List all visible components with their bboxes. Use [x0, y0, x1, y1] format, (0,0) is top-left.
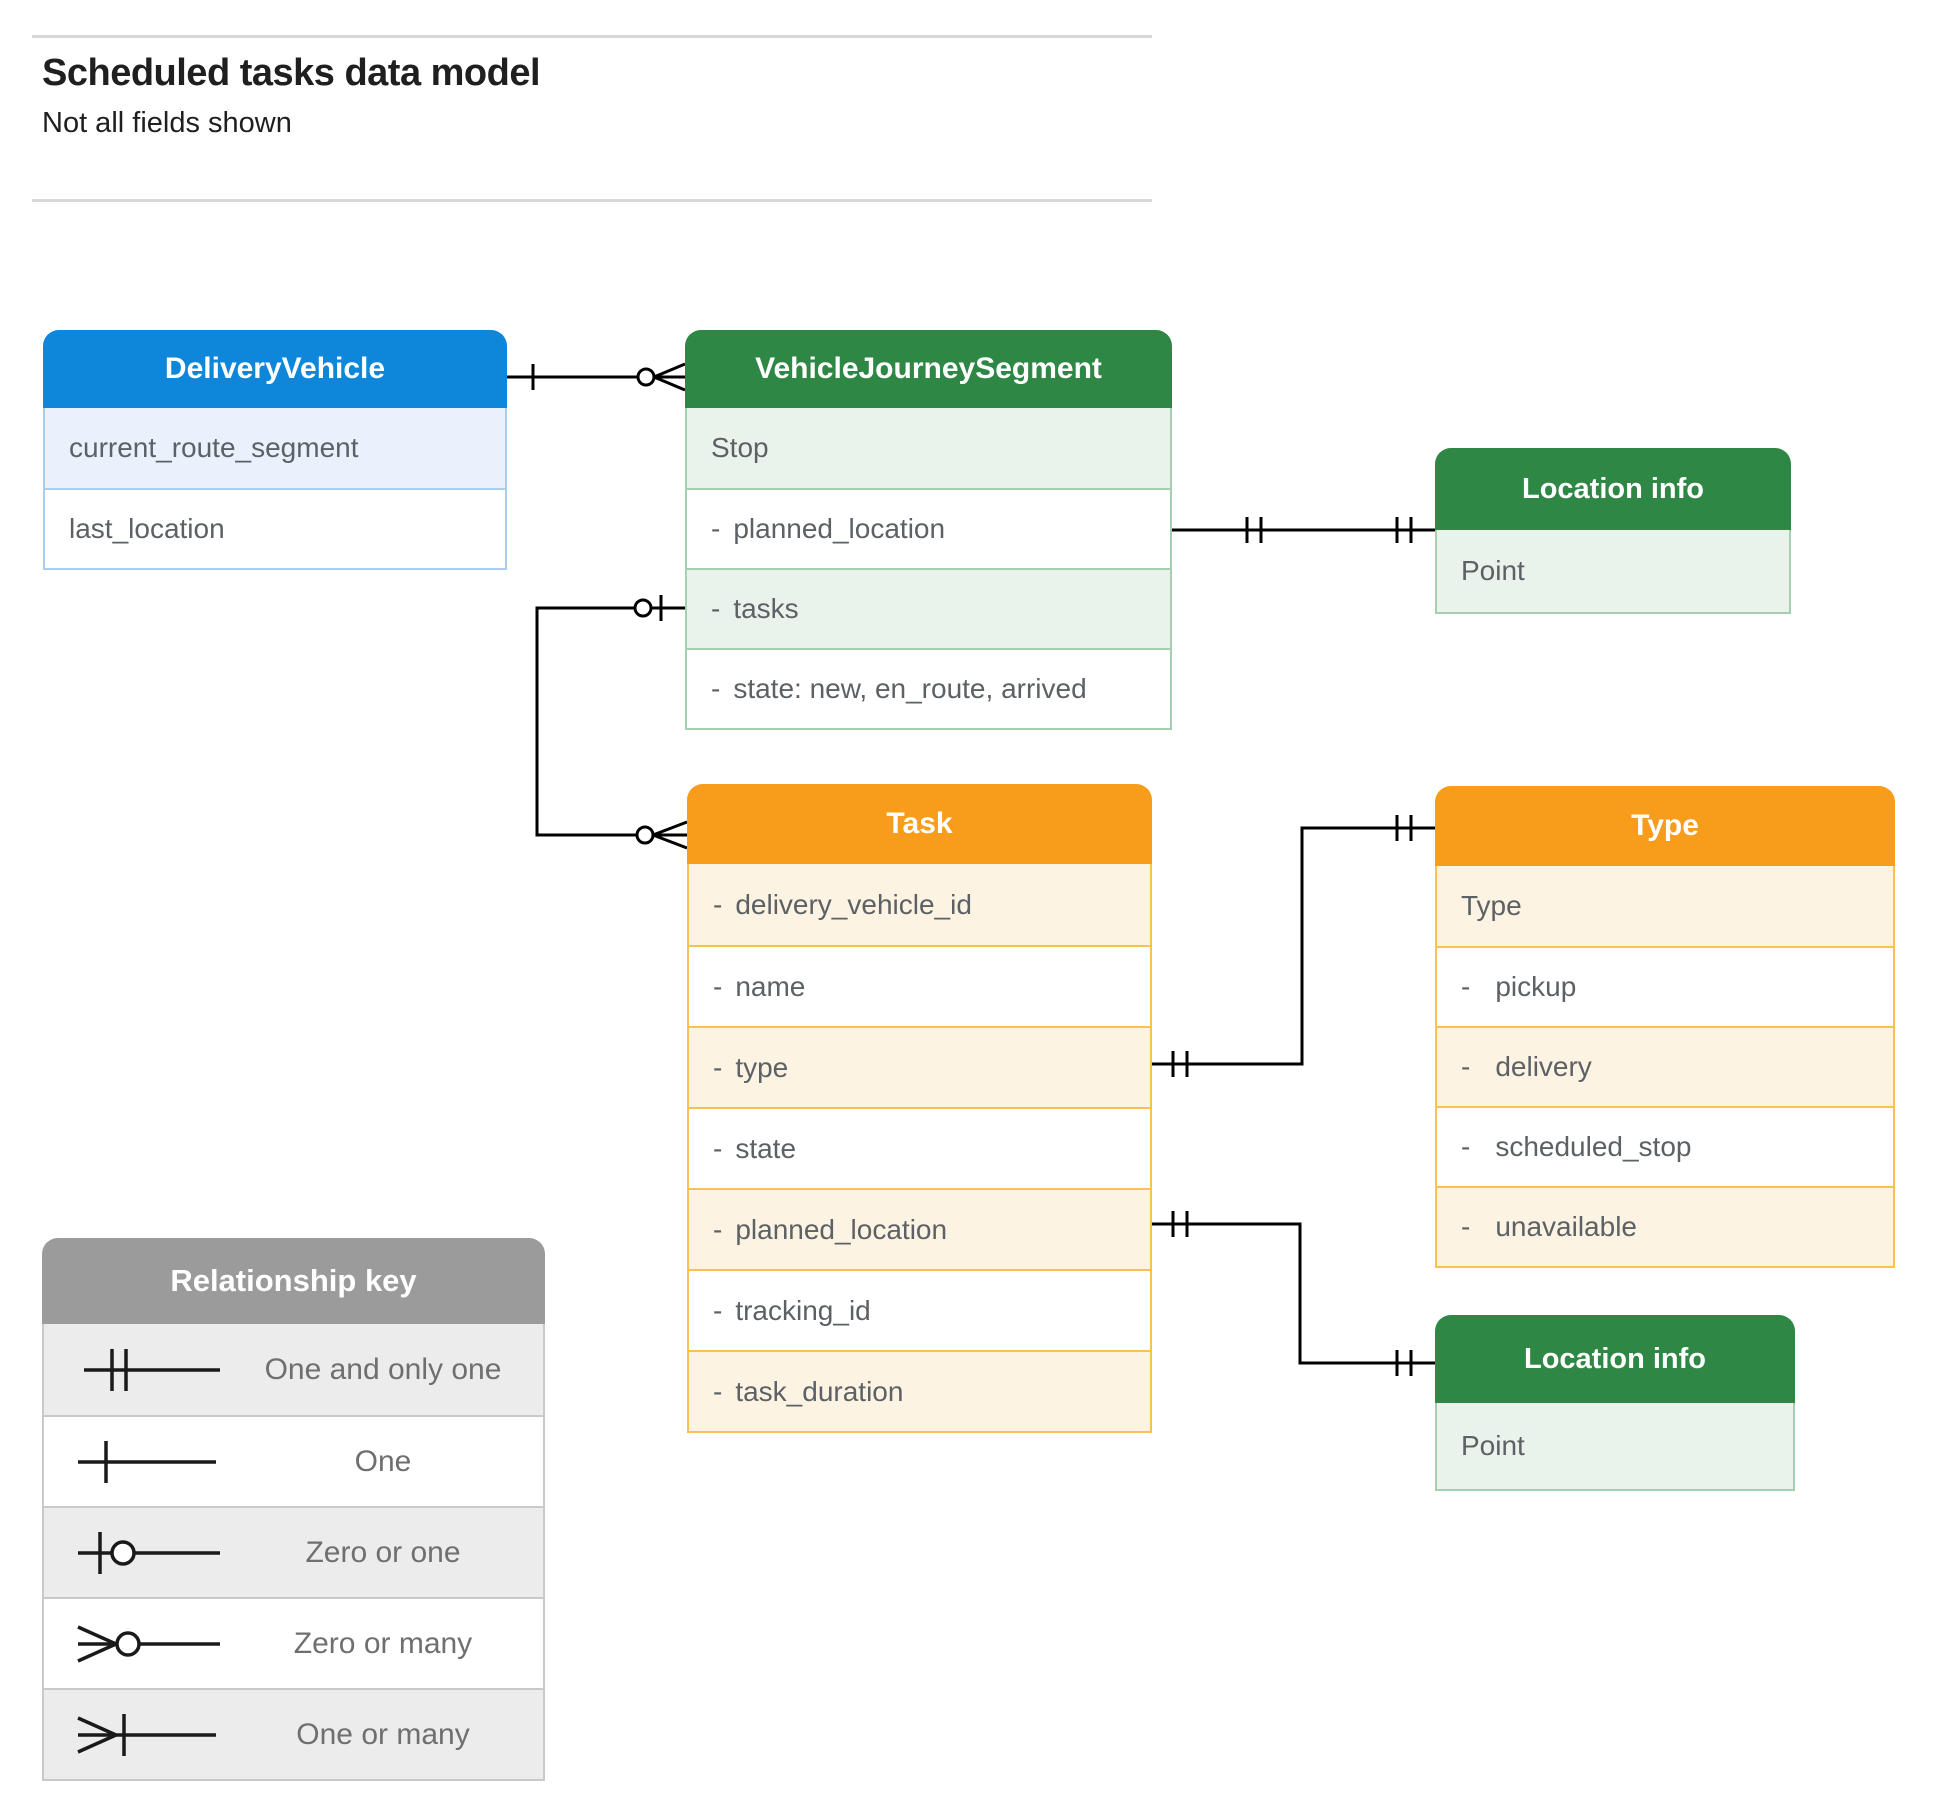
field-planned-location: - planned_location	[687, 488, 1170, 568]
connector-deliveryvehicle-vehiclejourneysegment	[507, 362, 686, 392]
entity-header: Location info	[1435, 448, 1791, 530]
field-point: Point	[1437, 1403, 1793, 1489]
connector-plannedlocation-locationinfo-top	[1172, 517, 1435, 543]
field-type: - type	[689, 1026, 1150, 1107]
key-row-zero-or-one: Zero or one	[44, 1506, 543, 1597]
key-row-one: One	[44, 1415, 543, 1506]
connector-taskplannedlocation-locationinfo-bottom	[1152, 1211, 1435, 1376]
entity-header: Location info	[1435, 1315, 1795, 1403]
connector-tasks-task	[535, 595, 688, 850]
entity-type: Type Type - pickup - delivery - schedule…	[1435, 786, 1895, 1268]
one-or-many-icon	[77, 1713, 216, 1756]
top-rule	[32, 35, 1152, 38]
field-delivery-vehicle-id: - delivery_vehicle_id	[689, 864, 1150, 945]
field-point: Point	[1437, 530, 1789, 612]
bottom-rule	[32, 199, 1152, 202]
field-state: - state: new, en_route, arrived	[687, 648, 1170, 728]
field-stop: Stop	[687, 408, 1170, 488]
field-planned-location: - planned_location	[689, 1188, 1150, 1269]
one-icon	[78, 1440, 216, 1483]
entity-location-info-top: Location info Point	[1435, 448, 1791, 614]
title-block: Scheduled tasks data model Not all field…	[42, 52, 541, 140]
field-unavailable: - unavailable	[1437, 1186, 1893, 1266]
relationship-key-header: Relationship key	[42, 1238, 545, 1324]
one-and-only-one-icon	[84, 1348, 220, 1391]
entity-header: DeliveryVehicle	[43, 330, 507, 408]
page-subtitle: Not all fields shown	[42, 107, 292, 139]
zero-or-one-icon	[78, 1531, 220, 1574]
page-title: Scheduled tasks data model	[42, 52, 541, 94]
field-delivery: - delivery	[1437, 1026, 1893, 1106]
field-tracking-id: - tracking_id	[689, 1269, 1150, 1350]
key-row-one-or-many: One or many	[44, 1688, 543, 1779]
field-last-location: last_location	[45, 488, 505, 568]
connector-tasktype-type	[1152, 815, 1435, 1077]
field-pickup: - pickup	[1437, 946, 1893, 1026]
field-type-title: Type	[1437, 866, 1893, 946]
field-scheduled-stop: - scheduled_stop	[1437, 1106, 1893, 1186]
entity-vehicle-journey-segment: VehicleJourneySegment Stop - planned_loc…	[685, 330, 1172, 730]
entity-header: Task	[687, 784, 1152, 864]
zero-or-many-icon	[77, 1624, 220, 1663]
entity-delivery-vehicle: DeliveryVehicle current_route_segment la…	[43, 330, 507, 570]
field-tasks: - tasks	[687, 568, 1170, 648]
entity-location-info-bottom: Location info Point	[1435, 1315, 1795, 1491]
field-current-route-segment: current_route_segment	[45, 408, 505, 488]
key-row-one-and-only-one: One and only one	[44, 1324, 543, 1415]
field-task-duration: - task_duration	[689, 1350, 1150, 1431]
entity-task: Task - delivery_vehicle_id - name - type…	[687, 784, 1152, 1433]
key-row-zero-or-many: Zero or many	[44, 1597, 543, 1688]
relationship-key: Relationship key One and only one One	[42, 1238, 545, 1781]
entity-header: Type	[1435, 786, 1895, 866]
field-state: - state	[689, 1107, 1150, 1188]
field-name: - name	[689, 945, 1150, 1026]
entity-header: VehicleJourneySegment	[685, 330, 1172, 408]
